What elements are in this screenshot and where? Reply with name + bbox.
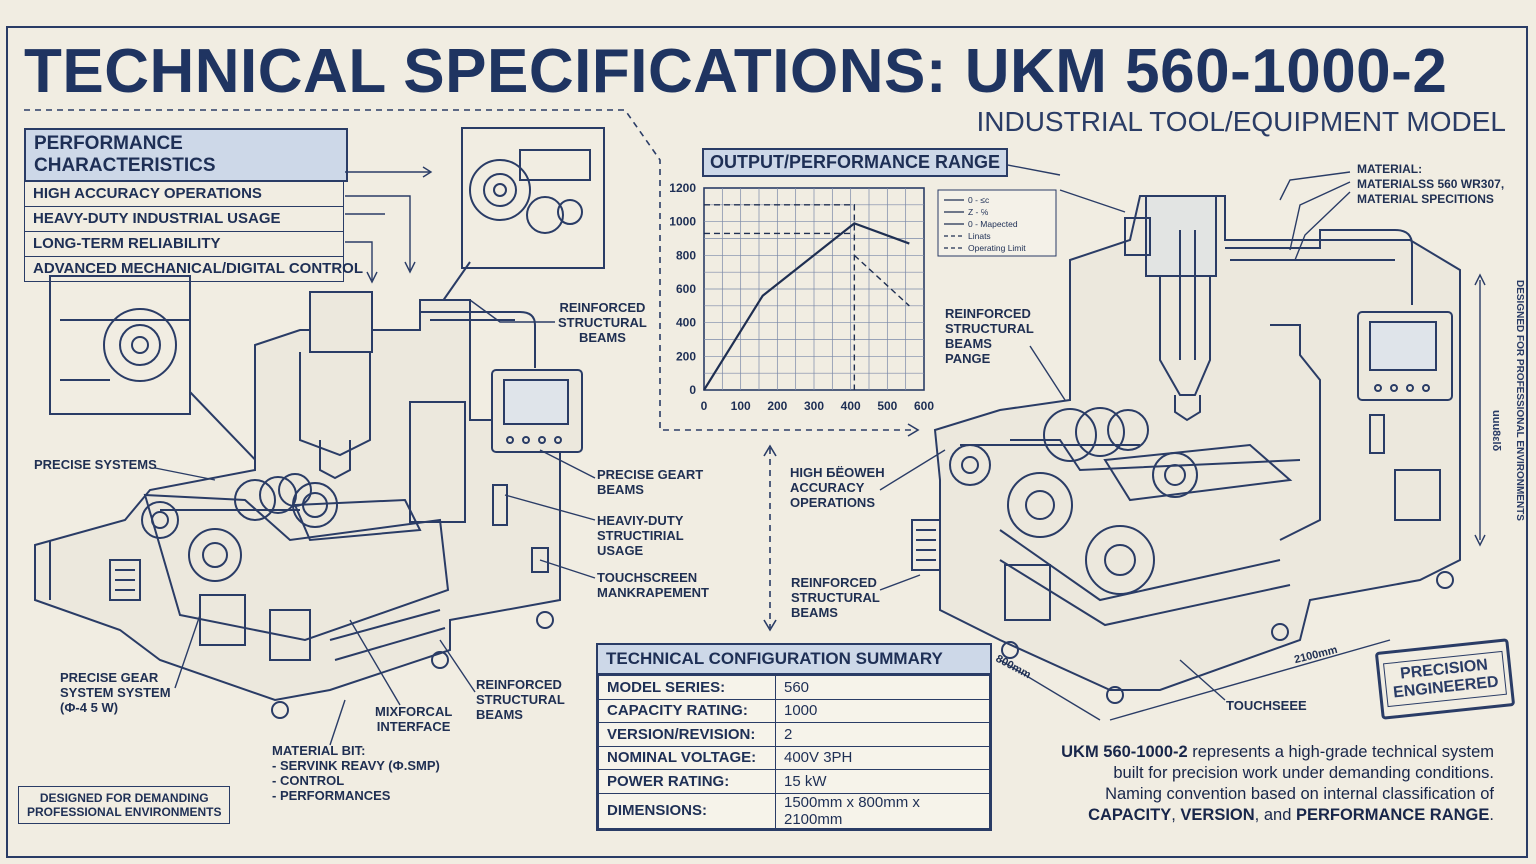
config-value: 400V 3PH [775,745,990,770]
label-precise-geart: PRECISE GEART BEAMS [597,467,704,497]
performance-characteristics: PERFORMANCE CHARACTERISTICS HIGH ACCURAC… [24,128,363,282]
model-description: UKM 560-1000-2 represents a high-grade t… [1024,742,1494,826]
label-reinforced-beams-top: REINFORCED STRUCTURAL BEAMS [558,300,647,345]
page-subtitle: INDUSTRIAL TOOL/EQUIPMENT MODEL [976,106,1506,137]
desc-comma: , [1171,806,1181,824]
desc-range: PERFORMANCE RANGE [1295,806,1490,824]
y-tick-label: 200 [676,349,696,363]
label-precise-gear-system: PRECISE GEAR SYSTEM SYSTEM (Ф-4 5 W) [60,670,171,715]
series-line-2 [704,204,856,390]
legend-entry: 0 - Mapected [968,219,1018,229]
precision-engineered-stamp: PRECISION ENGINEERED [1374,638,1516,720]
config-table: MODEL SERIES:560 CAPACITY RATING:1000 VE… [598,675,990,829]
config-value: 1500mm x 800mm x 2100mm [775,792,990,829]
table-row: MODEL SERIES:560 [598,675,990,700]
table-row: POWER RATING:15 kW [598,769,990,794]
performance-chart: 0 100 200 300 400 500 600 0 200 400 600 800 1000 1200… [669,181,1057,413]
series-line-1 [853,254,910,307]
table-row: VERSION/REVISION:2 [598,722,990,747]
desc-model: UKM 560-1000-2 [1061,743,1188,761]
y-tick-label: 1200 [669,181,696,195]
desc-line2: built for precision work under demanding… [1113,764,1494,782]
label-heavy-duty: HEAVIY-DUTY STRUCTIRIAL USAGE [597,513,684,558]
list-item: LONG-TERM RELIABILITY [25,231,343,256]
legend-entry: 0 - ≤c [968,195,990,205]
config-key: CAPACITY RATING: [598,698,776,723]
technical-configuration-summary: TECHNICAL CONFIGURATION SUMMARY MODEL SE… [596,643,992,831]
config-value: 1000 [775,698,990,723]
y-tick-label: 800 [676,248,696,262]
label-touchscreen: TOUCHSCREEN MANKRAPEMENT [597,570,709,600]
desc-capacity: CAPACITY [1088,806,1172,824]
x-tick-label: 400 [841,399,861,413]
table-row: NOMINAL VOLTAGE:400V 3PH [598,745,990,770]
config-heading: TECHNICAL CONFIGURATION SUMMARY [598,645,990,675]
page-title: TECHNICAL SPECIFICATIONS: UKM 560-1000-2 [24,37,1448,106]
config-key: DIMENSIONS: [598,792,776,829]
list-item: ADVANCED MECHANICAL/DIGITAL CONTROL [25,256,363,281]
x-tick-label: 300 [804,399,824,413]
blueprint-frame [6,26,1528,858]
designed-note: DESIGNED FOR DEMANDING PROFESSIONAL ENVI… [18,786,231,824]
chart-title: OUTPUT/PERFORMANCE RANGE [702,148,1009,177]
label-mixforcal-interface: MIXFORCAL INTERFACE [375,704,453,734]
legend-box [937,189,1057,257]
table-row: CAPACITY RATING:1000 [598,698,990,723]
desc-period: . [1489,806,1494,824]
legend-entry: Operating Limit [968,243,1026,253]
label-reinforced-beams-low: REINFORCED STRUCTURAL BEAMS [791,575,880,620]
y-tick-label: 1000 [669,215,696,229]
desc-line1: represents a high-grade technical system [1187,743,1494,761]
x-tick-label: 500 [877,399,897,413]
performance-list: HIGH ACCURACY OPERATIONS HEAVY-DUTY INDU… [24,182,363,282]
label-material-bit: MATERIAL BIT: - SERVINK REAVY (Ф.SMP) - … [272,743,440,803]
desc-line3: Naming convention based on internal clas… [1105,785,1494,803]
series-line-0 [703,222,910,391]
y-tick-label: 400 [676,316,696,330]
config-value: 2 [775,722,990,747]
stamp-text: PRECISION ENGINEERED [1383,650,1507,708]
desc-and: , and [1254,806,1296,824]
designed-vertical-note: DESIGNED FOR PROFESSIONAL ENVIRONMENTS [1514,280,1525,521]
config-key: VERSION/REVISION: [598,722,776,747]
label-touchseee: TOUCHSEEE [1226,698,1307,713]
performance-heading: PERFORMANCE CHARACTERISTICS [24,128,348,182]
config-key: NOMINAL VOLTAGE: [598,745,776,770]
label-reinforced-beams-range: REINFORCED STRUCTURAL BEAMS PANGE [945,306,1034,366]
config-key: POWER RATING: [598,769,776,794]
desc-version: VERSION [1180,806,1255,824]
config-key: MODEL SERIES: [598,675,776,700]
legend-entry: Linats [968,231,991,241]
config-value: 15 kW [775,769,990,794]
y-tick-label: 0 [689,383,696,397]
config-value: 560 [775,675,990,700]
label-material: MATERIAL: MATERIALSS 560 WR307, MATERIAL… [1357,162,1505,206]
legend-entry: Z - ℅ [968,207,989,217]
table-row: DIMENSIONS:1500mm x 800mm x 2100mm [598,792,990,829]
x-tick-label: 200 [767,399,787,413]
list-item: HEAVY-DUTY INDUSTRIAL USAGE [25,206,343,231]
list-item: HIGH ACCURACY OPERATIONS [33,185,262,202]
x-tick-label: 0 [701,399,708,413]
x-tick-label: 600 [914,399,934,413]
label-precise-systems: PRECISE SYSTEMS [34,457,157,472]
x-tick-label: 100 [731,399,751,413]
label-high-accuracy: HIGH БЁОWEH ACCURACY OPERATIONS [790,465,885,510]
dimension-vertical: uuu8εlδ [1490,410,1502,452]
label-reinforced-beams-bottom: REINFORCED STRUCTURAL BEAMS [476,677,565,722]
y-tick-label: 600 [676,282,696,296]
